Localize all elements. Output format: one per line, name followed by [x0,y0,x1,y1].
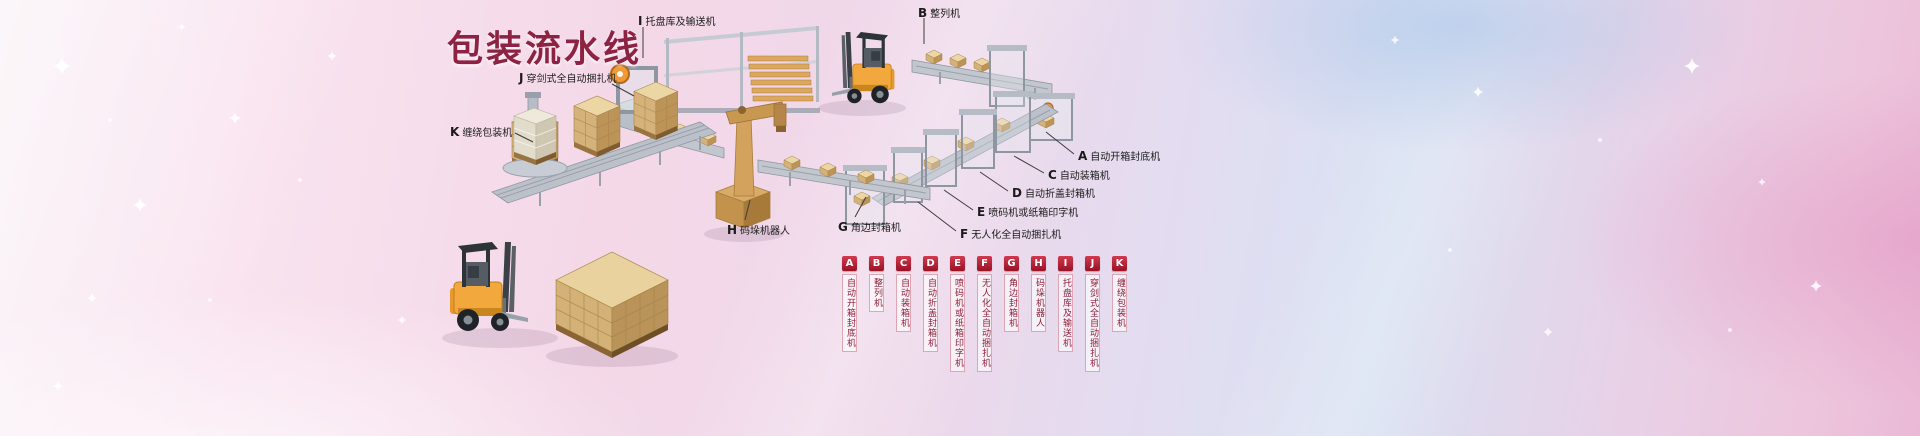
carton-stack [555,251,669,358]
legend-badge: K [1112,256,1127,271]
callout-letter: B [918,6,928,20]
auto-strapping-machine [891,147,925,203]
legend-label: 自动折盖封箱机 [923,274,938,352]
callout-label: 角边封箱机 [850,223,901,234]
callout-d: D 自动折盖封箱机 [1012,185,1095,200]
legend-item-c: C 自动装箱机 [896,256,911,332]
link-conveyor [663,123,725,159]
pallet-conveyor [491,81,717,206]
callout-b: B 整列机 [918,5,960,20]
legend: A 自动开箱封底机 B 整列机 C 自动装箱机 D 自动折盖封箱机 E 喷码机或… [842,256,1127,372]
callout-letter: H [727,223,738,237]
callout-f: F 无人化全自动捆扎机 [960,226,1061,241]
legend-item-f: F 无人化全自动捆扎机 [977,256,992,372]
flap-folding-sealer-machine [959,109,997,169]
callout-letter: A [1078,149,1088,163]
page-title: 包装流水线 [447,29,643,70]
forklift-left [449,241,529,332]
forklift-top [831,31,895,104]
callout-label: 自动折盖封箱机 [1024,189,1095,200]
inkjet-printer-machine [923,129,959,187]
callout-letter: K [450,125,460,139]
callout-label: 托盘库及输送机 [645,17,716,28]
legend-item-b: B 整列机 [869,256,884,312]
callout-i: I 托盘库及输送机 [638,13,715,28]
legend-label: 自动开箱封底机 [842,274,857,352]
legend-badge: I [1058,256,1073,271]
legend-label: 穿剑式全自动捆扎机 [1085,274,1100,372]
legend-item-g: G 角边封箱机 [1004,256,1019,332]
legend-item-i: I 托盘库及输送机 [1058,256,1073,352]
wrapping-machine [502,92,568,178]
legend-item-e: E 喷码机或纸箱印字机 [950,256,965,372]
legend-badge: H [1031,256,1046,271]
callout-label: 自动装箱机 [1059,171,1110,182]
callout-letter: E [977,205,986,219]
aligning-machine [987,45,1027,107]
callout-letter: F [960,227,969,241]
legend-label: 喷码机或纸箱印字机 [950,274,965,372]
callout-label: 整列机 [930,9,961,20]
ground-shadows [442,100,906,367]
callout-letter: I [638,14,643,28]
palletizing-robot [714,101,787,229]
legend-badge: C [896,256,911,271]
callout-letter: J [519,71,524,85]
legend-badge: D [923,256,938,271]
callout-k: K 缠绕包装机 [450,124,512,139]
callout-letter: G [838,220,848,234]
legend-label: 缠绕包装机 [1112,274,1127,332]
legend-label: 码垛机器人 [1031,274,1046,332]
carton-infeed-conveyor [757,155,931,204]
legend-item-k: K 缠绕包装机 [1112,256,1127,332]
callout-letter: D [1012,186,1022,200]
legend-badge: F [977,256,992,271]
legend-label: 自动装箱机 [896,274,911,332]
callout-g: G 角边封箱机 [838,219,901,234]
corner-edge-sealer-machine [843,165,887,225]
case-erector-machine [1027,93,1075,141]
callout-c: C 自动装箱机 [1048,167,1110,182]
legend-badge: J [1085,256,1100,271]
legend-item-h: H 码垛机器人 [1031,256,1046,332]
legend-item-a: A 自动开箱封底机 [842,256,857,352]
callout-label: 喷码机或纸箱印字机 [988,208,1079,219]
legend-item-d: D 自动折盖封箱机 [923,256,938,352]
callout-letter: C [1048,168,1057,182]
aligning-conveyor [911,49,1053,100]
legend-badge: A [842,256,857,271]
legend-badge: G [1004,256,1019,271]
legend-label: 无人化全自动捆扎机 [977,274,992,372]
strapping-machine [610,64,664,133]
callout-label: 无人化全自动捆扎机 [971,230,1062,241]
case-packer-machine [993,91,1033,153]
callout-a: A 自动开箱封底机 [1078,148,1160,163]
legend-label: 角边封箱机 [1004,274,1019,332]
callout-h: H 码垛机器人 [727,222,790,237]
legend-label: 托盘库及输送机 [1058,274,1073,352]
callout-e: E 喷码机或纸箱印字机 [977,204,1078,219]
callout-j: J 穿剑式全自动捆扎机 [519,70,616,85]
pallet-magazine [660,26,820,113]
legend-badge: E [950,256,965,271]
callout-label: 码垛机器人 [740,226,791,237]
callout-label: 缠绕包装机 [462,128,513,139]
callout-label: 自动开箱封底机 [1090,152,1161,163]
callout-label: 穿剑式全自动捆扎机 [526,74,617,85]
legend-badge: B [869,256,884,271]
legend-label: 整列机 [869,274,884,312]
legend-item-j: J 穿剑式全自动捆扎机 [1085,256,1100,372]
